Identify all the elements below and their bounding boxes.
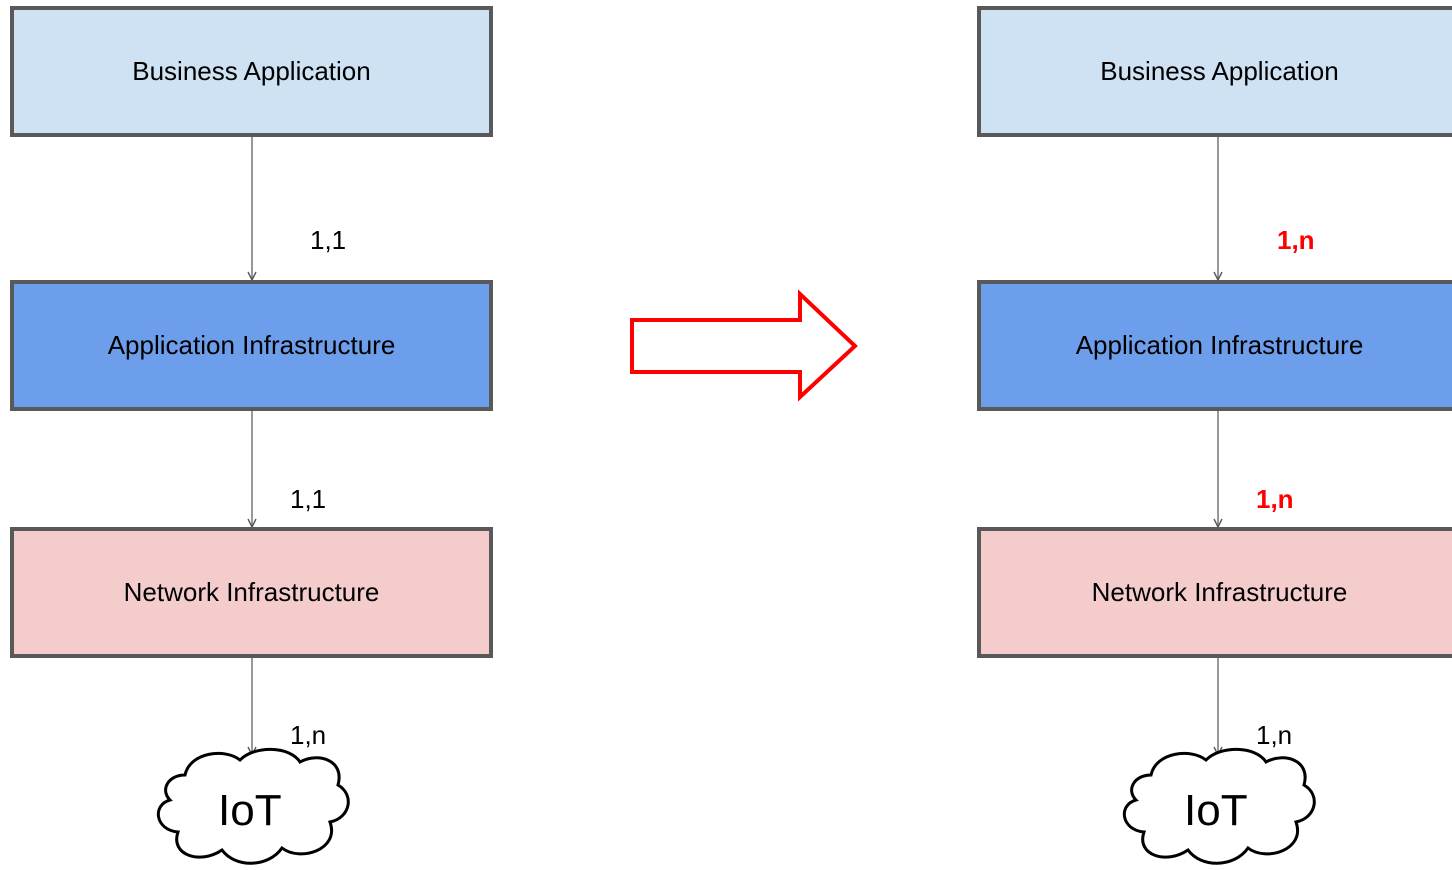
left-network-infrastructure-label: Network Infrastructure	[123, 577, 380, 607]
left-business-application-label: Business Application	[132, 56, 371, 86]
left-network-infrastructure-box: Network Infrastructure	[10, 527, 493, 658]
left-application-infrastructure-box: Application Infrastructure	[10, 280, 493, 411]
right-application-infrastructure-label: Application Infrastructure	[1075, 330, 1364, 360]
right-network-infrastructure-label: Network Infrastructure	[1091, 577, 1348, 607]
right-iot-cloud-icon	[1122, 747, 1316, 865]
left-rel-business-to-app: 1,1	[310, 225, 347, 255]
left-iot-label: IoT	[218, 786, 282, 835]
transformation-arrow	[630, 289, 858, 402]
right-business-application-label: Business Application	[1100, 56, 1339, 86]
left-iot-cloud-icon	[156, 747, 350, 865]
right-rel-app-to-network: 1,n	[1256, 484, 1294, 514]
right-rel-business-to-app: 1,n	[1277, 225, 1315, 255]
left-application-infrastructure-label: Application Infrastructure	[107, 330, 396, 360]
right-application-infrastructure-box: Application Infrastructure	[977, 280, 1452, 411]
right-iot-label: IoT	[1184, 786, 1248, 835]
right-rel-network-to-iot: 1,n	[1256, 720, 1293, 750]
right-business-application-box: Business Application	[977, 6, 1452, 137]
left-rel-network-to-iot: 1,n	[290, 720, 327, 750]
left-rel-app-to-network: 1,1	[290, 484, 327, 514]
left-business-application-box: Business Application	[10, 6, 493, 137]
right-network-infrastructure-box: Network Infrastructure	[977, 527, 1452, 658]
